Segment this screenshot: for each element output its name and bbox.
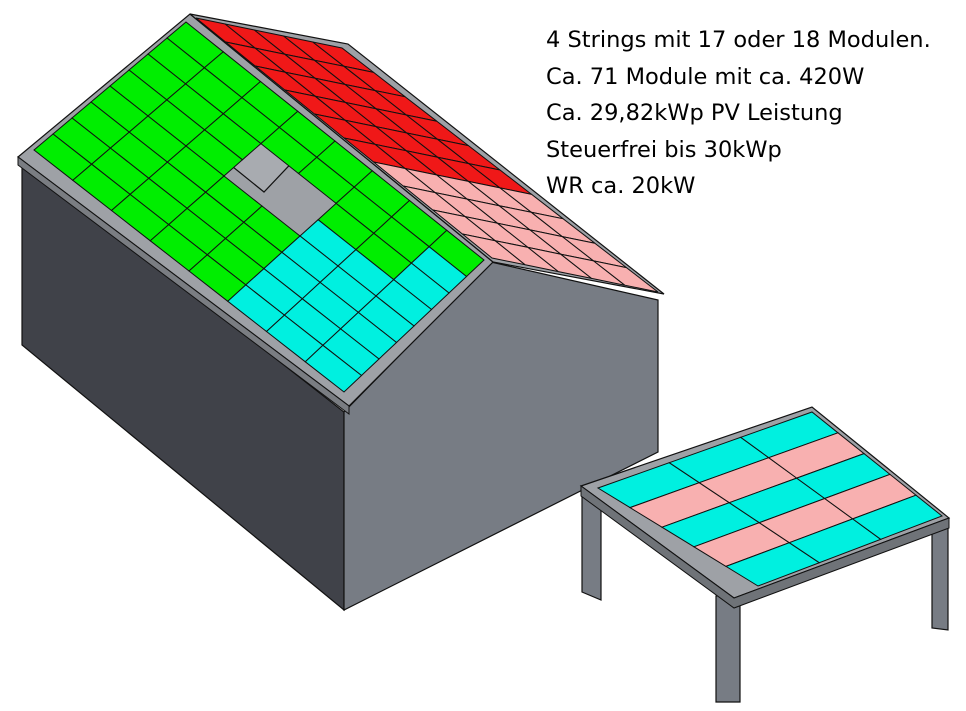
roof-fascia <box>17 155 350 416</box>
carport <box>579 406 951 703</box>
notes-list: 4 Strings mit 17 oder 18 Modulen. Ca. 71… <box>546 22 931 205</box>
carport-panels <box>596 411 943 587</box>
house <box>17 13 665 612</box>
pv-module <box>593 260 659 293</box>
carport-post-back-right <box>931 519 949 631</box>
pv-module <box>851 494 943 540</box>
note-line: Ca. 29,82kWp PV Leistung <box>546 100 843 126</box>
pv-module <box>304 344 363 393</box>
note-line: Steuerfrei bis 30kWp <box>546 136 782 163</box>
note-line: 4 Strings mit 17 oder 18 Modulen. <box>546 27 931 53</box>
roof-left-panels <box>33 21 485 393</box>
note-line: WR ca. 20kW <box>546 173 696 199</box>
carport-roof-fascia <box>580 485 950 609</box>
carport-post-front <box>715 593 741 703</box>
roof-right-panels <box>195 17 659 293</box>
note-line: Ca. 71 Module mit ca. 420W <box>546 63 865 90</box>
